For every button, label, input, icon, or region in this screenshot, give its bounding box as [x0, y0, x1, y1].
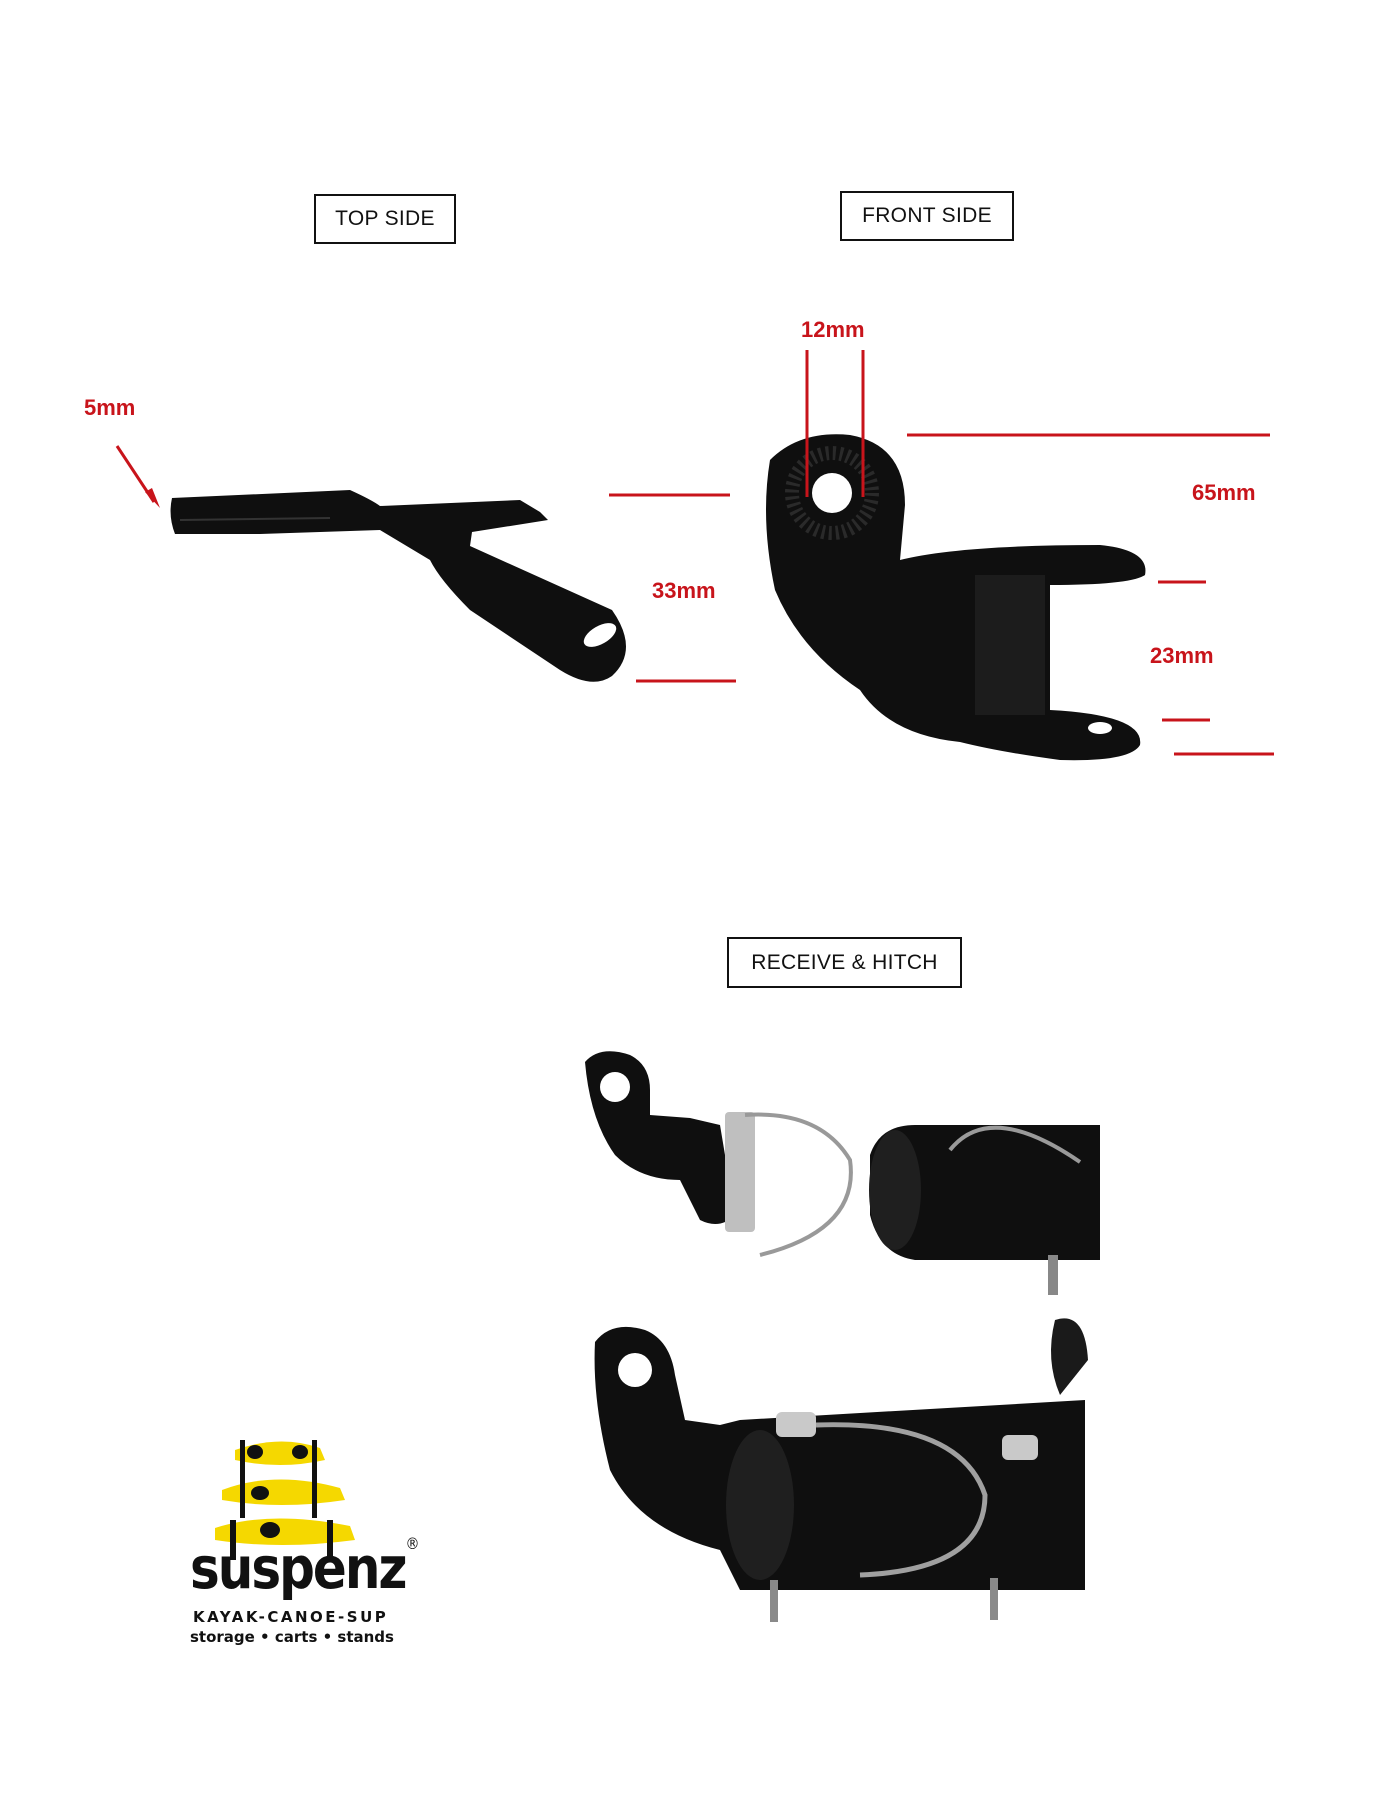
hole-diameter-dimension: 12mm — [801, 317, 865, 342]
brand-tagline-2: storage • carts • stands — [190, 1628, 394, 1646]
top-height-dimension: 33mm — [652, 578, 716, 603]
brand-tagline-1: KAYAK-CANOE-SUP — [193, 1608, 389, 1626]
registered-mark: ® — [405, 1535, 420, 1554]
brand-name: suspenz — [190, 1535, 408, 1602]
thickness-dimension: 5mm — [84, 395, 136, 420]
top-side-label: TOP SIDE — [314, 194, 456, 244]
fork-gap-dimension: 23mm — [1150, 643, 1214, 668]
brand-wordmark: suspenz® — [190, 1535, 420, 1602]
front-side-label: FRONT SIDE — [840, 191, 1014, 241]
overall-height-dimension: 65mm — [1192, 480, 1256, 505]
receive-hitch-label: RECEIVE & HITCH — [727, 937, 962, 988]
